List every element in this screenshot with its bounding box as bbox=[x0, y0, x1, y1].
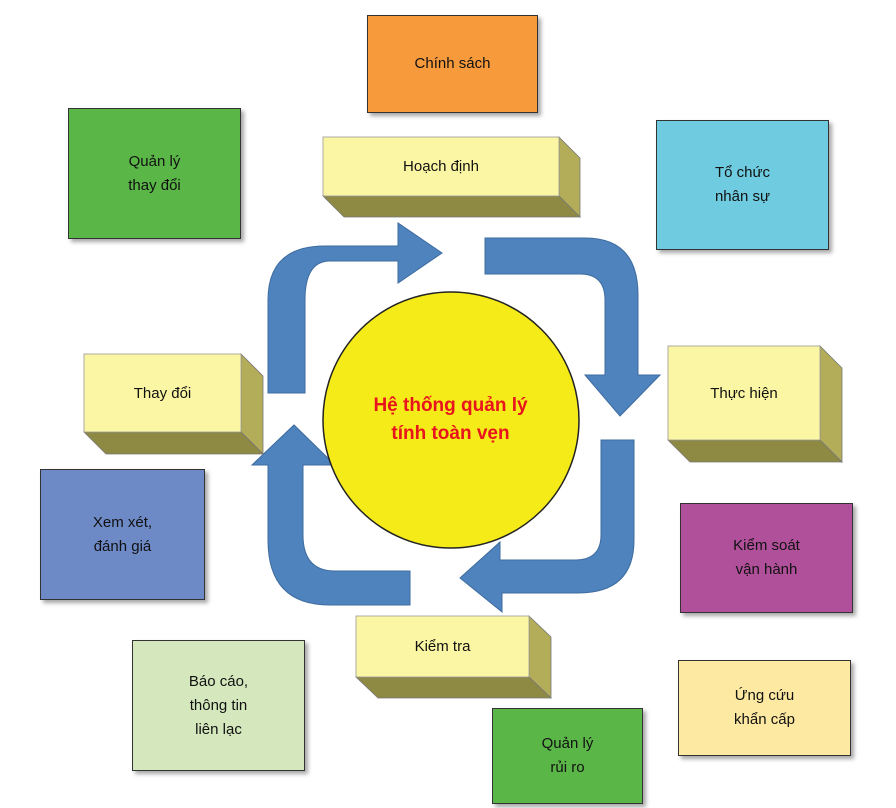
box-chinh-sach: Chính sách bbox=[367, 15, 538, 113]
label-hoach-dinh: Hoạch định bbox=[403, 158, 479, 175]
box-xem-xet-danh-gia-label: Xem xét, đánh giá bbox=[92, 513, 153, 555]
box-to-chuc-nhan-su: Tổ chức nhân sự bbox=[656, 120, 829, 250]
cube-thay-doi bbox=[83, 353, 264, 455]
box-quan-ly-rui-ro: Quản lý rủi ro bbox=[492, 708, 643, 804]
box-quan-ly-thay-doi-label: Quản lý thay đổi bbox=[128, 152, 181, 194]
center-label: Hệ thống quản lý tính toàn vẹn bbox=[373, 395, 528, 444]
cube-hoach-dinh bbox=[322, 136, 581, 218]
box-bao-cao-thong-tin-label: Báo cáo, thông tin liên lạc bbox=[188, 672, 249, 738]
arrow-left-to-top bbox=[267, 222, 443, 394]
box-ung-cuu-khan-cap: Ứng cứu khẩn cấp bbox=[678, 660, 851, 756]
box-chinh-sach-label: Chính sách bbox=[414, 55, 491, 72]
box-kiem-soat-van-hanh: Kiểm soát vận hành bbox=[680, 503, 853, 613]
label-thuc-hien: Thực hiện bbox=[710, 384, 778, 402]
box-quan-ly-thay-doi: Quản lý thay đổi bbox=[68, 108, 241, 239]
center-circle bbox=[322, 291, 580, 549]
arrow-top-to-right bbox=[484, 237, 662, 417]
box-xem-xet-danh-gia: Xem xét, đánh giá bbox=[40, 469, 205, 600]
cube-thuc-hien bbox=[667, 345, 843, 463]
label-thay-doi: Thay đổi bbox=[133, 384, 192, 402]
box-ung-cuu-khan-cap-label: Ứng cứu khẩn cấp bbox=[734, 687, 795, 728]
box-quan-ly-rui-ro-label: Quản lý rủi ro bbox=[541, 735, 594, 776]
arrow-right-to-bottom bbox=[459, 439, 635, 614]
label-kiem-tra: Kiểm tra bbox=[414, 638, 471, 655]
cube-kiem-tra bbox=[355, 615, 552, 699]
box-kiem-soat-van-hanh-label: Kiểm soát vận hành bbox=[733, 537, 800, 578]
box-bao-cao-thong-tin: Báo cáo, thông tin liên lạc bbox=[132, 640, 305, 771]
box-to-chuc-nhan-su-label: Tổ chức nhân sự bbox=[714, 164, 771, 205]
arrow-bottom-to-left bbox=[250, 424, 411, 606]
